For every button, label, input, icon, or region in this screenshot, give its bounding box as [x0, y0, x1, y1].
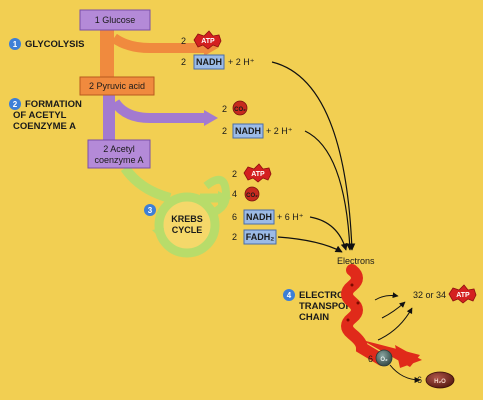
- krebs-fadh2: 2 FADH₂: [232, 229, 277, 245]
- acetyl-flow: [103, 91, 218, 143]
- co2-molecule-icon: [244, 186, 260, 202]
- glycolysis-nadh-label: NADH: [196, 57, 222, 67]
- step-2-title-2: OF ACETYL: [13, 110, 67, 121]
- acetyl-nadh-extra: + 2 H⁺: [266, 126, 293, 136]
- oxygen-count: 6: [368, 354, 373, 364]
- glucose-label: 1 Glucose: [95, 15, 136, 25]
- acetyl-nadh-label: NADH: [235, 126, 261, 136]
- step-4-title-2: TRANSPORT: [299, 301, 358, 312]
- atp-starburst-icon: [243, 163, 272, 183]
- step-2-label: 2 FORMATION OF ACETYL COENZYME A: [9, 98, 82, 132]
- glycolysis-nadh-count: 2: [181, 57, 186, 67]
- water-molecule-icon: [425, 371, 455, 389]
- krebs-co2-label: CO₂: [246, 193, 258, 199]
- electrons-label: Electrons: [337, 256, 375, 266]
- krebs-cycle: KREBS CYCLE: [152, 192, 220, 258]
- glycolysis-atp-label: ATP: [201, 38, 215, 45]
- etc-atp: 32 or 34 ATP: [413, 284, 477, 304]
- glycolysis-atp: 2 ATP: [181, 30, 222, 50]
- krebs-co2: 4 CO₂: [232, 186, 260, 202]
- step-4-number: 4: [287, 291, 292, 300]
- step-2-number: 2: [13, 100, 18, 109]
- oxygen-input: 6 O₂: [368, 349, 421, 383]
- step-2-title-1: FORMATION: [25, 99, 82, 110]
- krebs-nadh-label: NADH: [246, 212, 272, 222]
- etc-atp-count: 32 or 34: [413, 290, 446, 300]
- acetyl-nadh-count: 2: [222, 126, 227, 136]
- water-output: 6 H₂O: [417, 371, 455, 389]
- krebs-nadh-count: 6: [232, 212, 237, 222]
- krebs-atp-count: 2: [232, 169, 237, 179]
- acetyl-label-1: 2 Acetyl: [103, 144, 135, 154]
- atp-branch-arrows: [374, 292, 413, 341]
- oxygen-label: O₂: [380, 357, 388, 363]
- krebs-atp: 2 ATP: [232, 163, 272, 183]
- acetyl-coa-box: 2 Acetyl coenzyme A: [87, 139, 151, 169]
- atp-starburst-icon: [448, 284, 477, 304]
- step-1-title: GLYCOLYSIS: [25, 39, 85, 50]
- acetyl-label-2: coenzyme A: [94, 155, 143, 165]
- krebs-co2-count: 4: [232, 189, 237, 199]
- krebs-label-2: CYCLE: [172, 225, 203, 235]
- step-3-label: 3: [144, 204, 156, 216]
- acetyl-co2: 2 CO₂: [222, 100, 248, 116]
- step-2-title-3: COENZYME A: [13, 121, 76, 132]
- co2-molecule-icon: [232, 100, 248, 116]
- pyruvic-acid-box: 2 Pyruvic acid: [79, 76, 155, 96]
- etc-atp-label: ATP: [456, 292, 470, 299]
- glucose-box: 1 Glucose: [79, 9, 151, 31]
- electron-arrows: [271, 61, 356, 253]
- glycolysis-nadh: 2 NADH + 2 H⁺: [181, 54, 255, 70]
- krebs-atp-label: ATP: [251, 171, 265, 178]
- step-4-label: 4 ELECTRON TRANSPORT CHAIN: [283, 289, 358, 323]
- atp-starburst-icon: [193, 30, 222, 50]
- glycolysis-nadh-extra: + 2 H⁺: [228, 57, 255, 67]
- step-4-title-3: CHAIN: [299, 312, 329, 323]
- acetyl-co2-label: CO₂: [234, 107, 246, 113]
- step-1-label: 1 GLYCOLYSIS: [9, 38, 85, 50]
- pyruvic-acid-label: 2 Pyruvic acid: [89, 81, 145, 91]
- step-1-number: 1: [13, 40, 18, 49]
- krebs-nadh: 6 NADH + 6 H⁺: [232, 209, 304, 225]
- acetyl-co2-count: 2: [222, 104, 227, 114]
- krebs-fadh2-count: 2: [232, 232, 237, 242]
- krebs-fadh2-label: FADH₂: [246, 232, 275, 242]
- acetyl-nadh: 2 NADH + 2 H⁺: [222, 123, 293, 139]
- step-4-title-1: ELECTRON: [299, 290, 351, 301]
- water-label: H₂O: [434, 379, 446, 385]
- water-count: 6: [417, 375, 422, 385]
- step-3-number: 3: [148, 206, 153, 215]
- oxygen-molecule-icon: [375, 349, 393, 367]
- krebs-label-1: KREBS: [171, 214, 203, 224]
- krebs-nadh-extra: + 6 H⁺: [277, 212, 304, 222]
- glycolysis-atp-count: 2: [181, 36, 186, 46]
